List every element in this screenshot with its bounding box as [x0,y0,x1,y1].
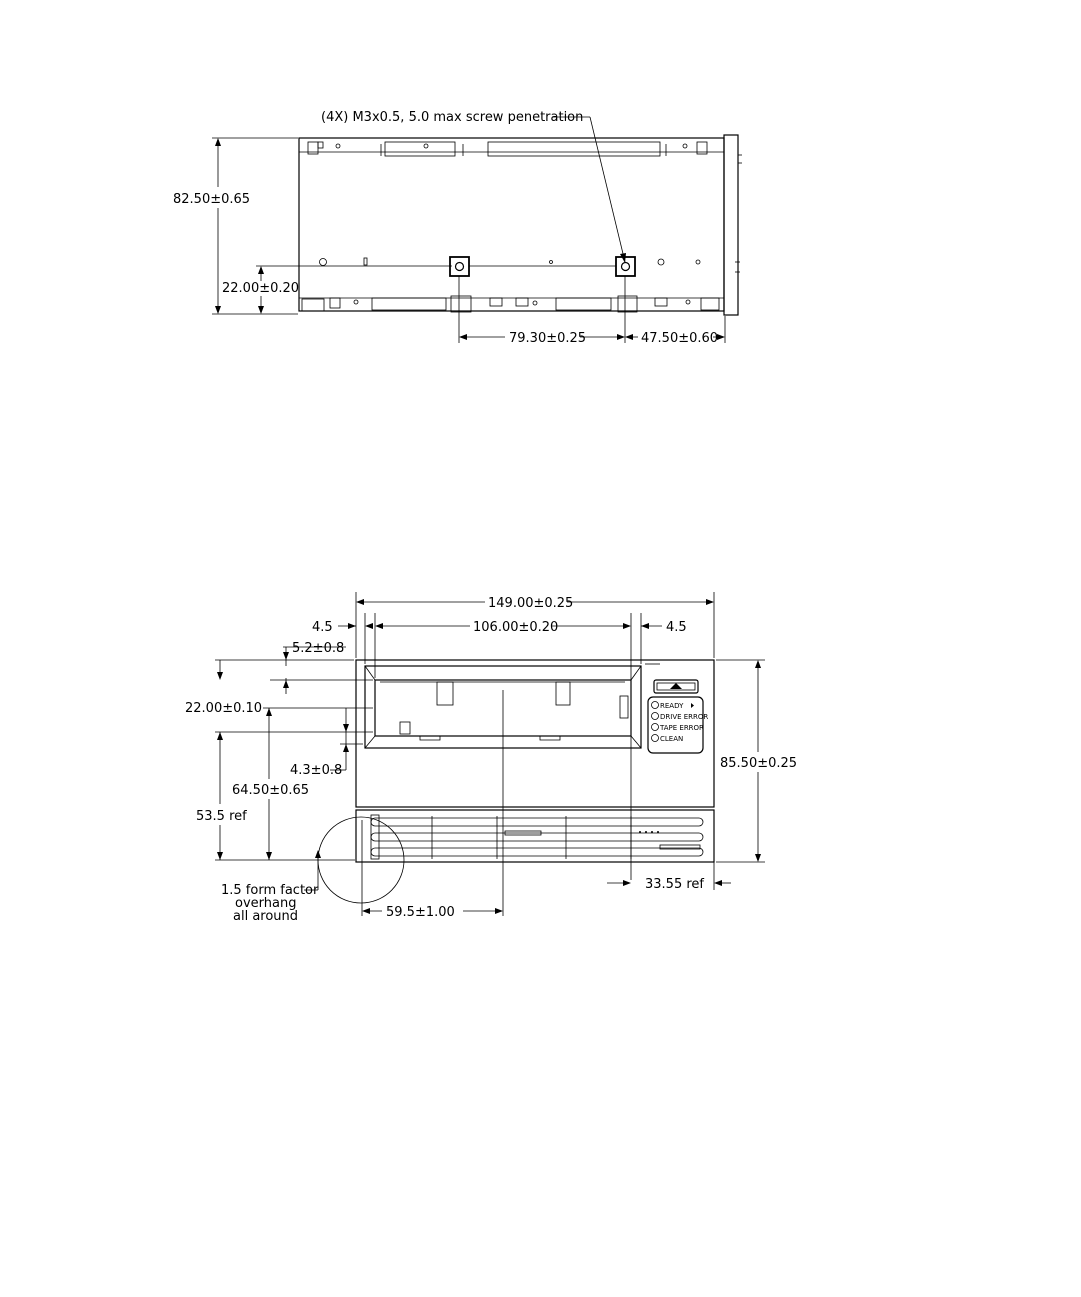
dim-front-left-offset: 4.5 [312,620,333,635]
overhang-note-line3: all around [233,909,298,924]
side-view: 82.50±0.65 22.00±0.20 79.30±0.25 47.50±0… [173,110,742,346]
dim-front-gap-below: 4.3±0.8 [290,763,342,778]
screw-boss-left [450,257,469,276]
dim-front-ref-height: 53.5 ref [196,809,247,824]
dim-side-hole-spacing: 79.30±0.25 [509,331,586,346]
svg-text:DRIVE ERROR: DRIVE ERROR [660,713,708,721]
dim-front-opening-height: 22.00±0.10 [185,701,262,716]
side-front-bezel [724,135,738,315]
dim-front-total-height: 85.50±0.25 [720,756,797,771]
dim-side-height: 82.50±0.65 [173,192,250,207]
dim-side-hole-height: 22.00±0.20 [222,281,299,296]
dim-front-right-offset: 4.5 [666,620,687,635]
dim-front-top-gap: 5.2±0.8 [292,641,344,656]
dim-front-opening-bottom: 64.50±0.65 [232,783,309,798]
svg-text:TAPE ERROR: TAPE ERROR [659,724,704,732]
front-view: READY DRIVE ERROR TAPE ERROR CLEAN [185,592,797,924]
svg-text:READY: READY [660,702,684,710]
side-body-outline [299,138,724,311]
led-ready: READY [652,702,695,711]
dim-front-opening-width: 106.00±0.20 [473,620,558,635]
led-drive-error: DRIVE ERROR [652,713,709,722]
dim-side-hole-to-front: 47.50±0.60 [641,331,718,346]
svg-text:CLEAN: CLEAN [660,735,683,743]
dim-front-ref-right: 33.55 ref [645,877,704,892]
led-clean: CLEAN [652,735,684,744]
screw-boss-right [616,257,635,276]
dim-front-center: 59.5±1.00 [386,905,455,920]
dim-front-total-width: 149.00±0.25 [488,596,573,611]
led-tape-error: TAPE ERROR [652,724,705,733]
callout-screw: (4X) M3x0.5, 5.0 max screw penetration [321,110,583,125]
